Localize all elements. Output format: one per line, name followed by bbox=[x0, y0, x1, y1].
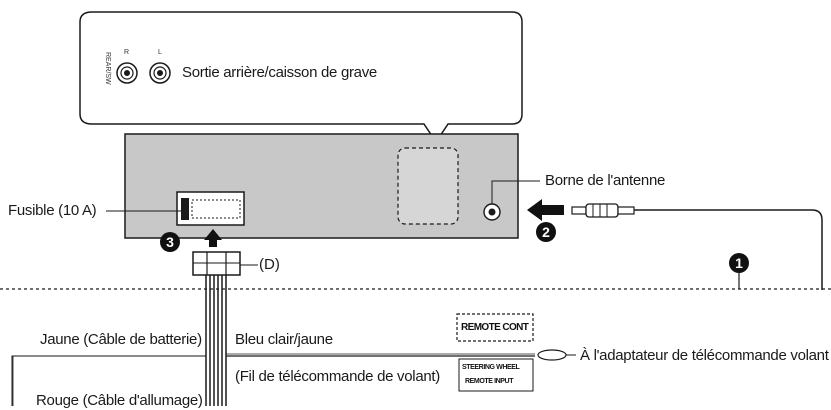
step-3-marker: 3 bbox=[160, 232, 180, 252]
connector-d-label: (D) bbox=[259, 256, 280, 273]
arrow-left-icon bbox=[527, 199, 564, 221]
steering-wheel-tag bbox=[458, 358, 534, 392]
remote-input-text: REMOTE INPUT bbox=[465, 378, 514, 385]
jack-l-label: L bbox=[158, 49, 162, 56]
adapter-label: À l'adaptateur de télécommande volant bbox=[580, 347, 829, 364]
antenna-plug bbox=[571, 203, 635, 218]
jack-r-label: R bbox=[124, 49, 130, 56]
connector-pins bbox=[191, 199, 241, 219]
remote-cont-text: REMOTE CONT bbox=[461, 322, 529, 333]
fuse-label: Fusible (10 A) bbox=[8, 202, 97, 219]
steering-wire-label: (Fil de télécommande de volant) bbox=[235, 368, 440, 385]
rca-jack-l bbox=[149, 62, 171, 84]
rca-area-dashed bbox=[397, 147, 459, 225]
arrow-up-icon bbox=[204, 229, 222, 247]
antenna-terminal-label: Borne de l'antenne bbox=[545, 172, 666, 189]
step-1-marker: 1 bbox=[729, 253, 749, 273]
rca-jack-r bbox=[116, 62, 138, 84]
red-cable-label: Rouge (Câble d'allumage) bbox=[36, 392, 203, 409]
step-2-marker: 2 bbox=[536, 222, 556, 242]
callout-bubble bbox=[79, 11, 523, 144]
steering-wheel-text: STEERING WHEEL bbox=[462, 364, 520, 371]
rear-sw-label: REAR/SW bbox=[104, 52, 111, 85]
connector-d bbox=[192, 251, 241, 276]
fuse bbox=[181, 198, 189, 220]
wire-end-connector bbox=[537, 349, 567, 361]
remote-cont-tag bbox=[456, 313, 534, 342]
sortie-label: Sortie arrière/caisson de grave bbox=[182, 64, 377, 81]
antenna-cable bbox=[634, 209, 823, 290]
yellow-cable-label: Jaune (Câble de batterie) bbox=[40, 331, 202, 348]
wire-harness bbox=[205, 275, 227, 406]
antenna-terminal bbox=[483, 203, 501, 221]
light-blue-yellow-label: Bleu clair/jaune bbox=[235, 331, 333, 348]
